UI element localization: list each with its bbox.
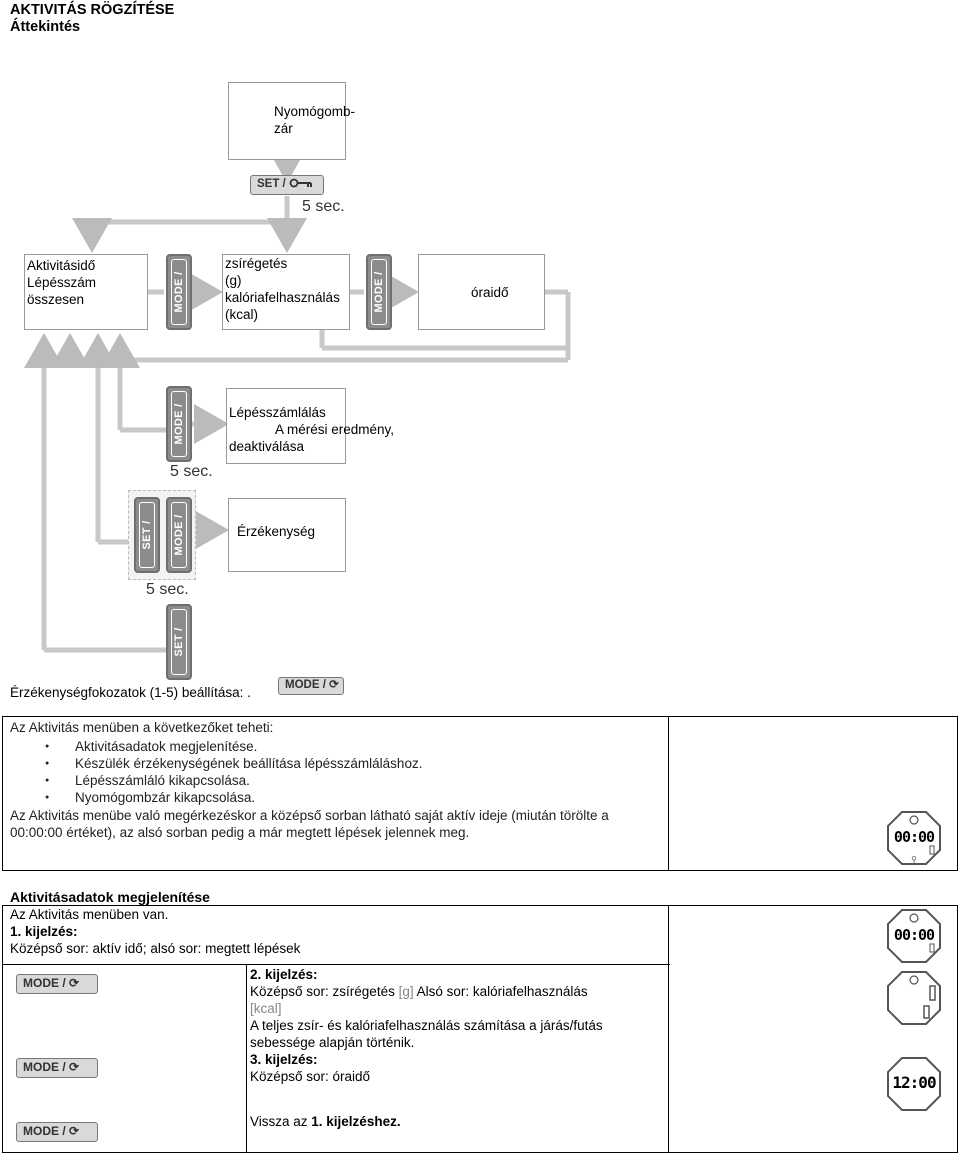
display2-text-b: Alsó sor: kalóriafelhasználás bbox=[413, 984, 588, 999]
mode-button[interactable]: MODE / ⟳ bbox=[16, 974, 98, 994]
refresh-icon: ⟳ bbox=[69, 1060, 80, 1074]
display-intro: Az Aktivitás menüben van. 1. kijelzés: K… bbox=[10, 906, 300, 957]
stepcount-box-line3: deaktiválása bbox=[229, 439, 305, 454]
list-item: Nyomógombzár kikapcsolása. bbox=[10, 789, 660, 806]
mode-button[interactable]: MODE / ⟳ bbox=[16, 1122, 98, 1142]
svg-text:⚲: ⚲ bbox=[911, 855, 917, 864]
mode-button[interactable]: MODE / ⟳ bbox=[278, 677, 344, 695]
mode-button-label: MODE / bbox=[23, 976, 66, 990]
display2-unit-kcal: [kcal] bbox=[250, 1001, 282, 1016]
display2-text-a: Középső sor: zsírégetés bbox=[250, 984, 399, 999]
back-text-a: Vissza az bbox=[250, 1114, 312, 1129]
back-text-b: 1. kijelzéshez. bbox=[311, 1114, 401, 1129]
key-icon bbox=[289, 177, 313, 188]
set-button-label: SET / bbox=[257, 178, 286, 190]
flow-arrows bbox=[23, 148, 571, 653]
mode-button-label: MODE / bbox=[23, 1124, 66, 1138]
sensitivity-box-label: Érzékenység bbox=[237, 524, 316, 539]
set-button-label: SET / bbox=[173, 627, 185, 657]
display3-label: 3. kijelzés: bbox=[250, 1052, 318, 1067]
display1-label: 1. kijelzés: bbox=[10, 924, 78, 939]
watch-display-icon: 00:00 bbox=[886, 908, 942, 964]
refresh-icon: ⟳ bbox=[69, 1124, 80, 1138]
display-heading: Aktivitásadatok megjelenítése bbox=[10, 889, 210, 905]
watch-time: 00:00 bbox=[893, 926, 935, 944]
sensitivity-instruction: Érzékenységfokozatok (1-5) beállítása: . bbox=[10, 685, 251, 700]
stepcount-box-line2: A mérési eredmény, bbox=[275, 422, 395, 437]
page-title: AKTIVITÁS RÖGZÍTÉSE bbox=[10, 2, 175, 18]
display-line1: Az Aktivitás menüben van. bbox=[10, 907, 169, 922]
clock-box: óraidő bbox=[418, 254, 545, 330]
mode-button-label: MODE / bbox=[173, 514, 185, 556]
menu-intro: Az Aktivitás menüben a következőket tehe… bbox=[10, 720, 274, 735]
combo-duration: 5 sec. bbox=[146, 581, 189, 598]
clock-box-label: óraidő bbox=[471, 285, 509, 300]
display-row-divider bbox=[2, 964, 670, 965]
mode-button-label: MODE / bbox=[173, 271, 185, 313]
menu-description: Az Aktivitás menübe való megérkezéskor a… bbox=[10, 808, 609, 840]
activity-box-label: Aktivitásidő Lépésszám összesen bbox=[27, 258, 97, 307]
lock-box: Nyomógomb- zár bbox=[228, 82, 355, 160]
watch-display-icon: ⚲ 00:00 bbox=[886, 810, 942, 866]
set-button-label: SET / bbox=[141, 520, 153, 550]
mode-button[interactable]: MODE / bbox=[166, 254, 192, 330]
set-button[interactable]: SET / bbox=[250, 175, 324, 195]
sensitivity-box: Érzékenység bbox=[228, 498, 346, 572]
refresh-icon: ⟳ bbox=[69, 976, 80, 990]
watch-time: 00:00 bbox=[893, 828, 935, 846]
fat-calorie-box-label: zsírégetés (g) kalóriafelhasználás (kcal… bbox=[225, 256, 340, 322]
page-subtitle: Áttekintés bbox=[10, 19, 81, 35]
mode-button[interactable]: MODE / bbox=[166, 386, 192, 462]
display-panel bbox=[2, 905, 958, 1153]
mode-button[interactable]: MODE / bbox=[366, 254, 392, 330]
display3-text: Középső sor: óraidő bbox=[250, 1069, 371, 1084]
mode-button[interactable]: MODE / ⟳ bbox=[16, 1058, 98, 1078]
display-right-divider bbox=[668, 905, 669, 1153]
list-item: Készülék érzékenységének beállítása lépé… bbox=[10, 755, 660, 772]
panel-divider bbox=[668, 716, 669, 871]
list-item: Aktivitásadatok megjelenítése. bbox=[10, 738, 660, 755]
refresh-icon: ⟳ bbox=[329, 679, 339, 691]
mode-duration: 5 sec. bbox=[170, 463, 213, 480]
back-text: Vissza az 1. kijelzéshez. bbox=[250, 1114, 401, 1129]
set-button[interactable]: SET / bbox=[166, 604, 192, 680]
display2-unit-g: [g] bbox=[398, 984, 414, 999]
watch-time: 12:00 bbox=[892, 1073, 936, 1092]
mode-button-label: MODE / bbox=[173, 403, 185, 445]
display2-label: 2. kijelzés: bbox=[250, 967, 318, 982]
list-item: Lépésszámláló kikapcsolása. bbox=[10, 772, 660, 789]
mode-button-label: MODE / bbox=[23, 1060, 66, 1074]
display1-text: Középső sor: aktív idő; alsó sor: megtet… bbox=[10, 941, 301, 956]
watch-display-icon: 12:00 bbox=[886, 1056, 942, 1112]
lock-box-label: Nyomógomb- zár bbox=[274, 104, 356, 136]
menu-panel bbox=[2, 716, 958, 871]
set-button[interactable]: SET / bbox=[134, 497, 160, 573]
mode-button-label: MODE / bbox=[285, 679, 326, 691]
display2-block: 2. kijelzés: Középső sor: zsírégetés [g]… bbox=[250, 966, 660, 1085]
menu-list: Aktivitásadatok megjelenítése. Készülék … bbox=[10, 738, 660, 806]
set-duration: 5 sec. bbox=[302, 198, 345, 215]
stepcount-box-title: Lépésszámlálás bbox=[229, 405, 326, 420]
display-col-divider bbox=[246, 964, 247, 1153]
mode-button[interactable]: MODE / bbox=[166, 497, 192, 573]
fat-calorie-box: zsírégetés (g) kalóriafelhasználás (kcal… bbox=[222, 254, 350, 330]
display2-text-c: A teljes zsír- és kalóriafelhasználás sz… bbox=[250, 1018, 603, 1050]
stepcount-box: Lépésszámlálás A mérési eredmény, deakti… bbox=[226, 388, 394, 464]
mode-button-label: MODE / bbox=[373, 271, 385, 313]
watch-display-icon bbox=[886, 970, 942, 1026]
menu-panel-content: Az Aktivitás menüben a következőket tehe… bbox=[10, 719, 660, 841]
activity-box: Aktivitásidő Lépésszám összesen bbox=[24, 254, 148, 330]
